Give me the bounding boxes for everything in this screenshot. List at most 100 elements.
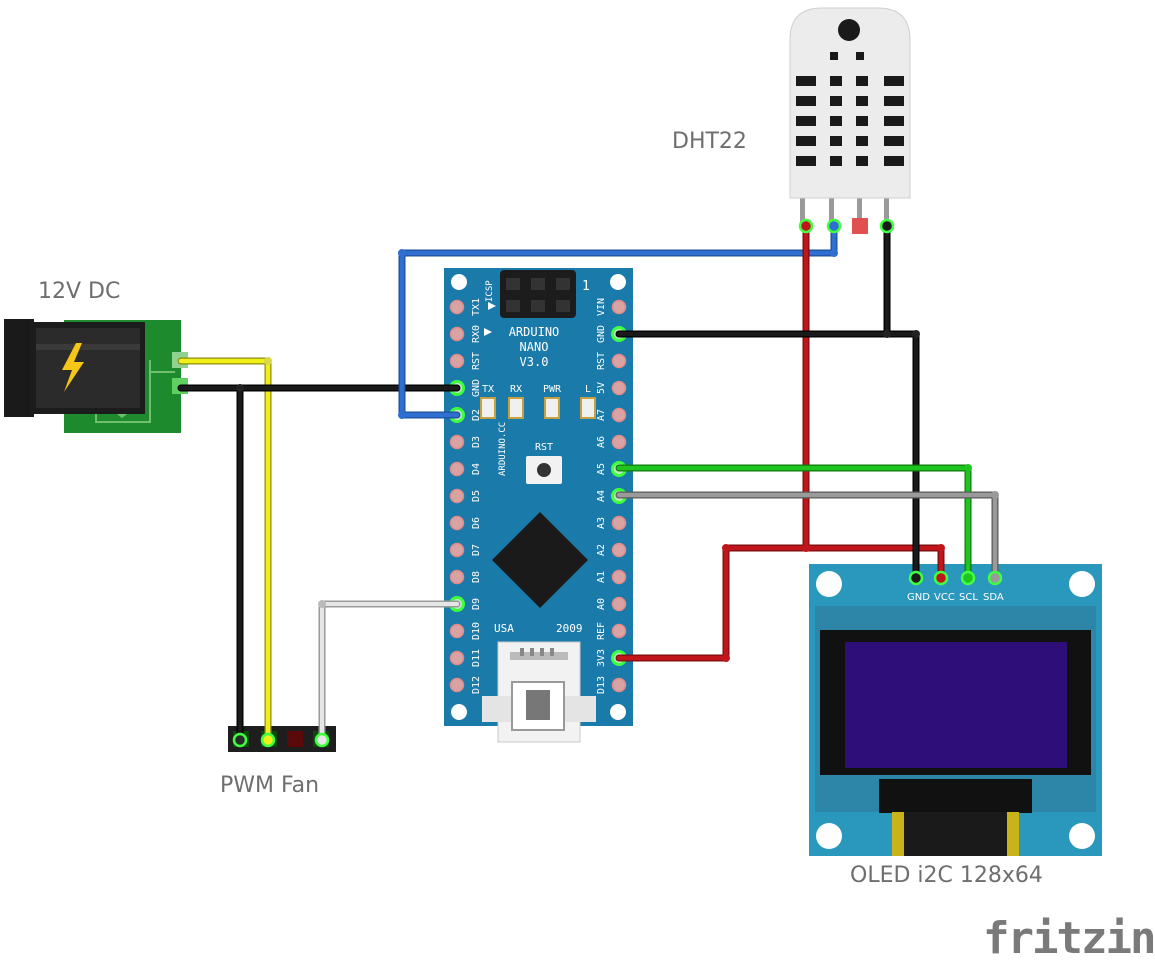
nano-name-line3: V3.0 [520, 355, 549, 369]
dht22-label: DHT22 [672, 129, 747, 154]
nano-pin-label: A4 [596, 490, 607, 502]
nano-pin[interactable] [611, 542, 627, 558]
dht22-vent-grid [796, 52, 904, 166]
wires [177, 222, 999, 744]
dht22-sensor: DHT22 [672, 7, 911, 234]
nano-pin-label: A7 [596, 409, 607, 421]
nano-pin[interactable] [449, 488, 465, 504]
dht22-vent [884, 76, 904, 86]
nano-pin-label: D4 [471, 463, 482, 475]
dht22-vent [796, 76, 816, 86]
nano-pin-label: A0 [596, 598, 607, 610]
led-label-rx: RX [510, 384, 522, 395]
oled-pin-scl: SCL [959, 592, 978, 603]
oled-label: OLED i2C 128x64 [850, 863, 1043, 888]
dht22-vent [830, 76, 842, 86]
nano-site: ARDUINO.CC [498, 422, 508, 476]
nano-pin[interactable] [611, 623, 627, 639]
reset-button[interactable] [537, 463, 551, 477]
fritzing-watermark: fritzing [983, 913, 1155, 963]
dht22-vent [856, 76, 868, 86]
nano-usa: USA [494, 622, 514, 635]
dht22-vent [830, 96, 842, 106]
nano-pin-label: A2 [596, 544, 607, 556]
nano-pin[interactable] [611, 299, 627, 315]
wire-fan-pwm-to-d9 [318, 600, 461, 744]
nano-pin[interactable] [611, 569, 627, 585]
nano-pin-label: A6 [596, 436, 607, 448]
dht22-vent [884, 96, 904, 106]
nano-pin-label: D8 [471, 571, 482, 583]
nano-pin-label: D9 [471, 598, 482, 610]
nano-pin-label: GND [471, 379, 482, 397]
dht22-vent [884, 116, 904, 126]
power-bolt-icon [62, 343, 84, 392]
nano-pin[interactable] [449, 569, 465, 585]
wire-gnd-to-oled [615, 330, 920, 582]
fan-label: PWM Fan [220, 773, 319, 798]
dht22-vent [830, 116, 842, 126]
nano-pin[interactable] [449, 515, 465, 531]
nano-pin-label: D13 [596, 676, 607, 694]
nano-pin-label: VIN [596, 298, 607, 316]
nano-pin[interactable] [449, 623, 465, 639]
nano-pin-label: D3 [471, 436, 482, 448]
nano-pin-label: D6 [471, 517, 482, 529]
connection-markers [232, 218, 1003, 748]
nano-pin-label: A5 [596, 463, 607, 475]
nano-pin[interactable] [611, 434, 627, 450]
dht22-vent [830, 52, 838, 60]
nano-pin-label: GND [596, 325, 607, 343]
nano-pin[interactable] [611, 407, 627, 423]
nano-pin-label: D7 [471, 544, 482, 556]
nano-pin-label: RST [471, 352, 482, 370]
led-label-tx: TX [482, 384, 494, 395]
nano-pin[interactable] [449, 326, 465, 342]
nano-pin[interactable] [611, 596, 627, 612]
reset-label: RST [535, 442, 553, 453]
arduino-nano: ICSP 1 ARDUINO NANO V3.0 TX RX PWR L ARD… [444, 268, 633, 743]
led-label-l: L [585, 384, 591, 395]
oled-pin-sda: SDA [983, 592, 1004, 603]
oled-pin-vcc: VCC [934, 592, 955, 603]
nano-pin[interactable] [611, 515, 627, 531]
nano-pin[interactable] [449, 434, 465, 450]
oled-pin-gnd: GND [907, 592, 930, 603]
nano-pin-label: 5V [596, 382, 607, 394]
dht22-vent [796, 136, 816, 146]
nano-name-line2: NANO [520, 340, 549, 354]
nano-pin[interactable] [611, 380, 627, 396]
nano-pin[interactable] [449, 353, 465, 369]
dht22-vent [796, 156, 816, 166]
nano-pin-label: D2 [471, 409, 482, 421]
oled-screen [845, 642, 1067, 768]
wire-dc-plus-to-fan [177, 357, 272, 744]
nano-pin-label: D12 [471, 676, 482, 694]
led-label-pwr: PWR [543, 384, 562, 395]
nano-year: 2009 [556, 622, 583, 635]
nano-pin-label: RX0 [471, 325, 482, 343]
oled-module: GND VCC SCL SDA OLED i2C 128x64 [809, 564, 1102, 888]
nano-pin[interactable] [611, 677, 627, 693]
dht22-vent [796, 96, 816, 106]
nano-pin[interactable] [449, 299, 465, 315]
dht22-vent [830, 136, 842, 146]
dht22-vent [856, 96, 868, 106]
nano-name-line1: ARDUINO [509, 325, 560, 339]
nano-pin-label: A3 [596, 517, 607, 529]
nano-pin[interactable] [449, 461, 465, 477]
dht22-vent [884, 156, 904, 166]
microcontroller-chip [492, 512, 588, 608]
nano-pin[interactable] [449, 677, 465, 693]
dht22-vent [830, 156, 842, 166]
nano-pin[interactable] [611, 353, 627, 369]
nano-pin-label: RST [596, 352, 607, 370]
nano-pin[interactable] [449, 542, 465, 558]
nano-pin-label: D10 [471, 622, 482, 640]
nano-pin-label: A1 [596, 571, 607, 583]
nano-pin[interactable] [449, 650, 465, 666]
dc-jack: 12V DC [4, 279, 188, 433]
dht22-vent [884, 136, 904, 146]
dht22-vent [856, 156, 868, 166]
